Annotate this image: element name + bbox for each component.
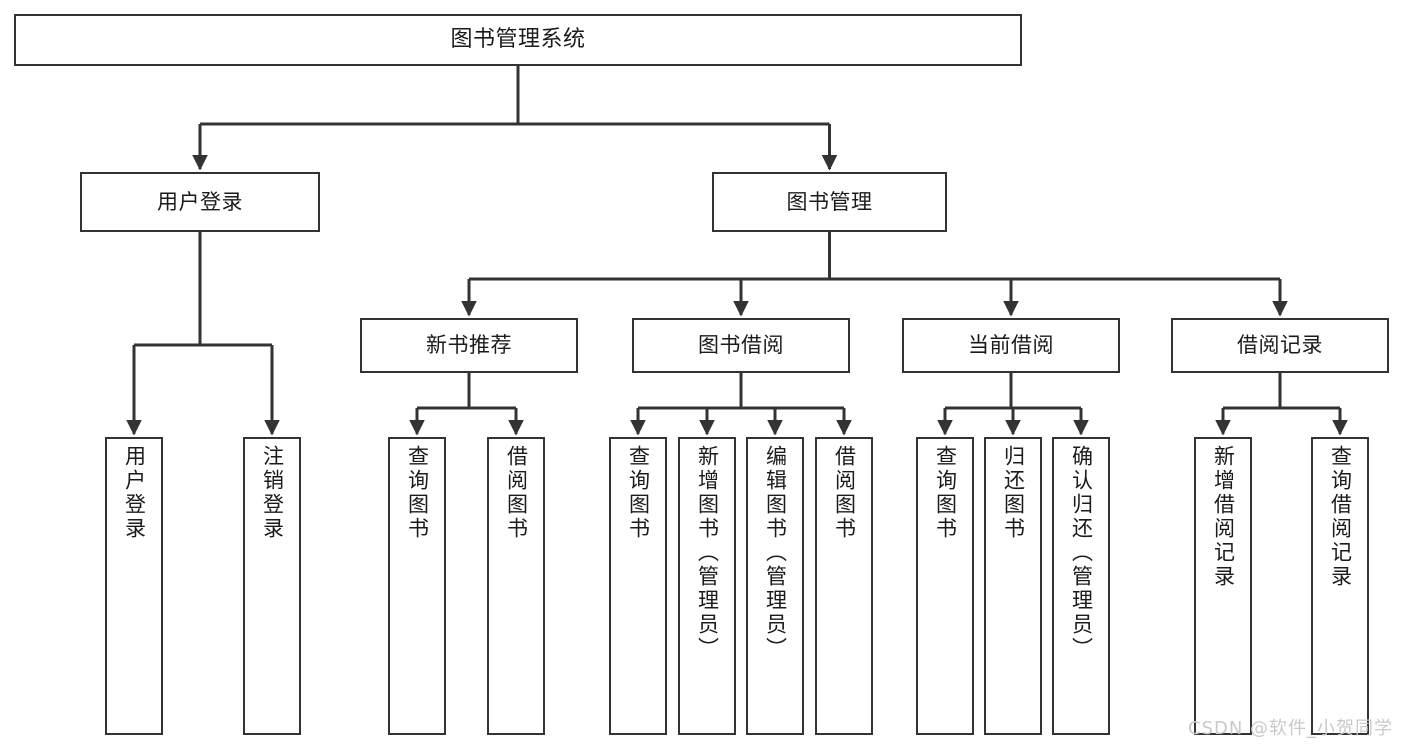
- leaf-borrow-book-2[interactable]: 借阅图书: [815, 437, 873, 735]
- csdn-watermark: CSDN @软件_小贺同学: [1188, 718, 1394, 739]
- leaf-borrow-book-1-label: 借阅图书: [504, 445, 529, 541]
- leaf-confirm-return[interactable]: 确认归还（管理员）: [1052, 437, 1110, 735]
- leaf-query-record-label: 查询借阅记录: [1328, 445, 1353, 589]
- leaf-add-book[interactable]: 新增图书（管理员）: [678, 437, 736, 735]
- node-current-borrow[interactable]: 当前借阅: [902, 318, 1120, 373]
- leaf-add-record[interactable]: 新增借阅记录: [1194, 437, 1252, 735]
- node-new-book-recommend[interactable]: 新书推荐: [360, 318, 578, 373]
- leaf-logout[interactable]: 注销登录: [243, 437, 301, 735]
- node-book-borrow-label: 图书借阅: [698, 333, 784, 358]
- leaf-return-book[interactable]: 归还图书: [984, 437, 1042, 735]
- node-book-manage-label: 图书管理: [786, 189, 873, 214]
- node-user-login[interactable]: 用户登录: [80, 172, 320, 232]
- leaf-logout-label: 注销登录: [260, 445, 285, 541]
- node-new-book-recommend-label: 新书推荐: [426, 333, 512, 358]
- leaf-return-book-label: 归还图书: [1001, 445, 1026, 541]
- node-current-borrow-label: 当前借阅: [968, 333, 1054, 358]
- leaf-query-book-3[interactable]: 查询图书: [916, 437, 974, 735]
- leaf-confirm-return-label: 确认归还（管理员）: [1069, 445, 1094, 661]
- node-borrow-record-label: 借阅记录: [1237, 333, 1323, 358]
- leaf-query-book-3-label: 查询图书: [933, 445, 958, 541]
- leaf-query-book-2[interactable]: 查询图书: [609, 437, 667, 735]
- leaf-query-book-1[interactable]: 查询图书: [388, 437, 446, 735]
- leaf-add-book-label: 新增图书（管理员）: [695, 445, 720, 661]
- leaf-user-login-label: 用户登录: [122, 445, 147, 541]
- leaf-user-login[interactable]: 用户登录: [105, 437, 163, 735]
- leaf-query-record[interactable]: 查询借阅记录: [1311, 437, 1369, 735]
- leaf-add-record-label: 新增借阅记录: [1211, 445, 1236, 589]
- node-root[interactable]: 图书管理系统: [14, 14, 1022, 66]
- leaf-edit-book-label: 编辑图书（管理员）: [763, 445, 788, 661]
- node-user-login-label: 用户登录: [157, 189, 243, 214]
- node-borrow-record[interactable]: 借阅记录: [1171, 318, 1389, 373]
- leaf-borrow-book-1[interactable]: 借阅图书: [487, 437, 545, 735]
- leaf-borrow-book-2-label: 借阅图书: [832, 445, 857, 541]
- node-root-label: 图书管理系统: [450, 27, 586, 53]
- leaf-edit-book[interactable]: 编辑图书（管理员）: [746, 437, 804, 735]
- leaf-query-book-1-label: 查询图书: [405, 445, 430, 541]
- node-book-borrow[interactable]: 图书借阅: [632, 318, 850, 373]
- node-book-manage[interactable]: 图书管理: [712, 172, 947, 232]
- leaf-query-book-2-label: 查询图书: [626, 445, 651, 541]
